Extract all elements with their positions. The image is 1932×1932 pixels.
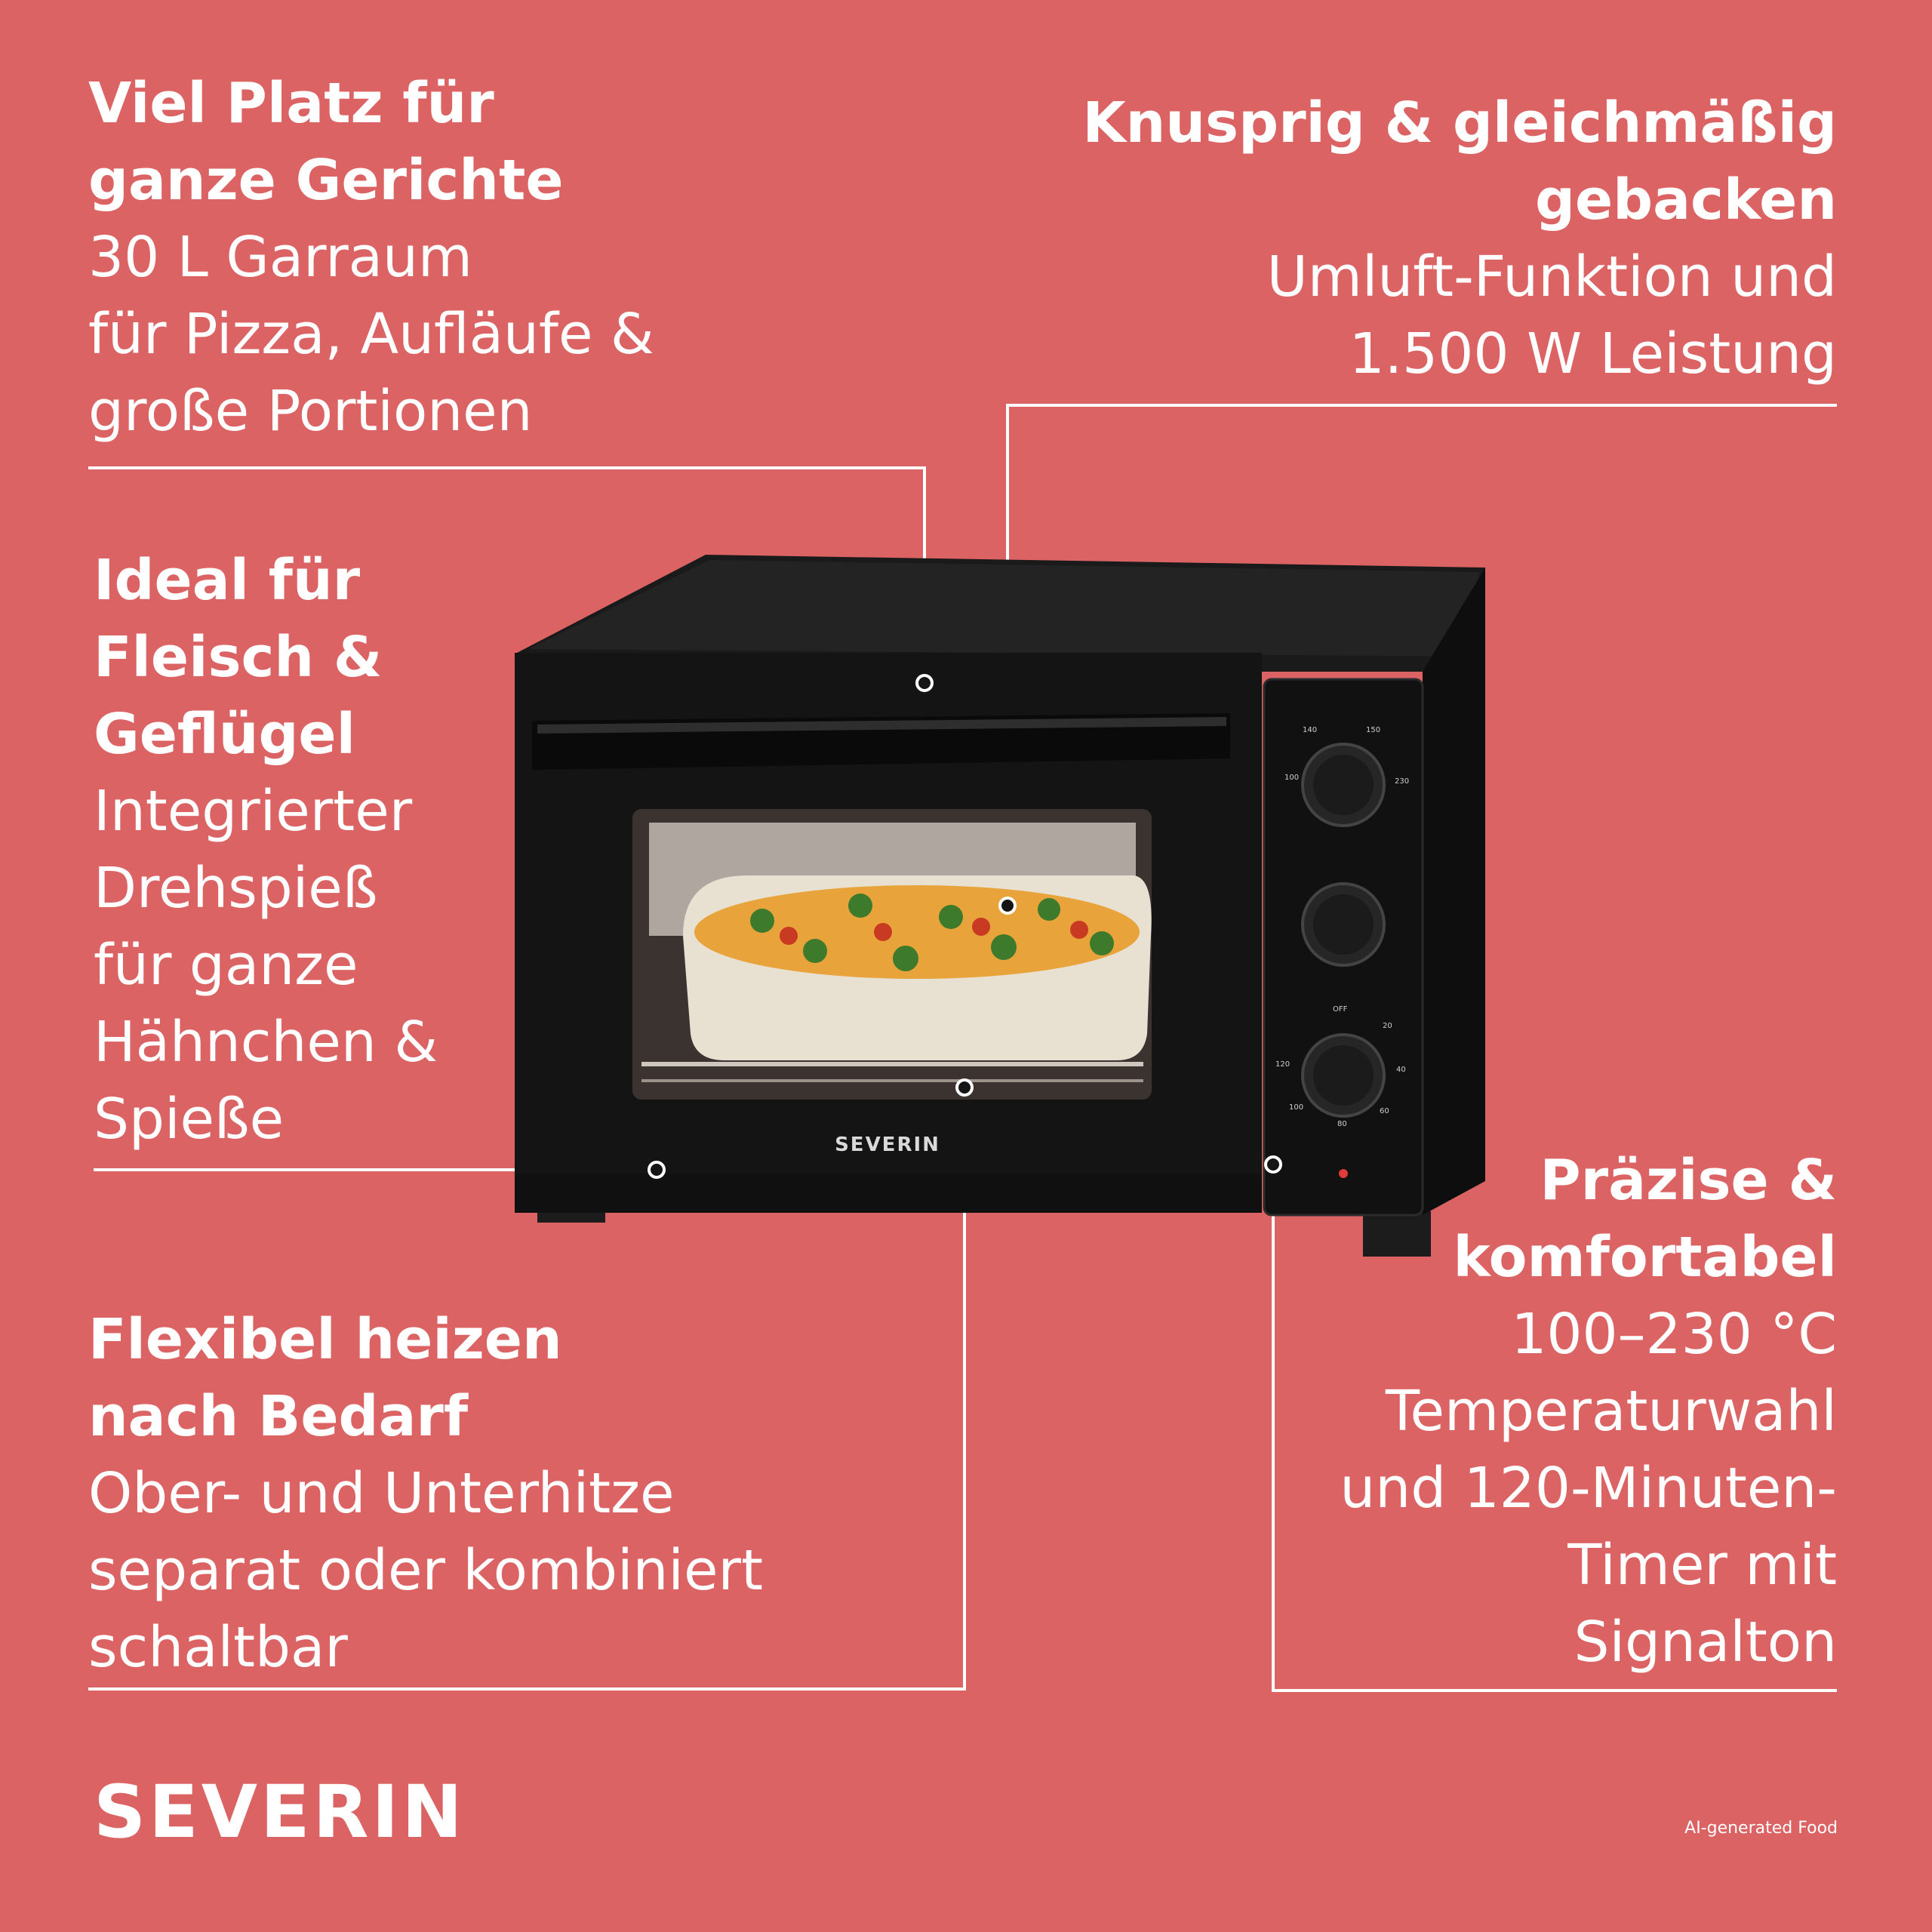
timer-label-off: OFF <box>1333 1005 1348 1014</box>
feature-space: Viel Platz für ganze Gerichte 30 L Garra… <box>88 65 654 450</box>
feature-meat: Ideal für Fleisch & Geflügel Integrierte… <box>94 542 438 1158</box>
oven-foot-right <box>1363 1211 1431 1257</box>
timer-label-60: 60 <box>1380 1107 1389 1115</box>
feature-space-body: 30 L Garraum für Pizza, Aufläufe & große… <box>88 225 654 444</box>
ai-generated-note: AI-generated Food <box>1684 1819 1838 1838</box>
callout-dot-precise <box>1264 1155 1282 1174</box>
feature-meat-title: Ideal für Fleisch & Geflügel <box>94 548 383 767</box>
timer-label-120: 120 <box>1275 1060 1290 1069</box>
callout-line-heat <box>88 1088 966 1690</box>
timer-label-80: 80 <box>1337 1120 1347 1128</box>
callout-dot-meat <box>648 1161 666 1179</box>
timer-label-20: 20 <box>1383 1022 1392 1030</box>
feature-crispy-body: Umluft-Funktion und 1.500 W Leistung <box>1266 245 1837 386</box>
oven-side <box>1423 568 1485 1215</box>
brand-logo: SEVERIN <box>94 1770 466 1854</box>
feature-precise-body: 100–230 °C Temperaturwahl und 120-Minute… <box>1340 1302 1837 1675</box>
feature-precise: Präzise & komfortabel 100–230 °C Tempera… <box>1340 1142 1837 1681</box>
feature-crispy: Knusprig & gleichmäßig gebacken Umluft-F… <box>1082 85 1837 392</box>
temp-label-230: 230 <box>1395 777 1409 786</box>
temp-label-140: 140 <box>1303 726 1317 734</box>
timer-label-40: 40 <box>1396 1066 1406 1074</box>
callout-line-precise <box>1272 1164 1837 1692</box>
feature-space-title: Viel Platz für ganze Gerichte <box>88 71 564 213</box>
function-knob[interactable] <box>1301 882 1386 967</box>
temperature-knob[interactable] <box>1301 743 1386 827</box>
feature-heat-body: Ober- und Unterhitze separat oder kombin… <box>88 1461 763 1680</box>
feature-precise-title: Präzise & komfortabel <box>1453 1148 1837 1290</box>
callout-dot-crispy <box>998 897 1017 915</box>
callout-dot-space <box>915 674 934 692</box>
oven-brand-label: SEVERIN <box>835 1134 940 1156</box>
feature-heat: Flexibel heizen nach Bedarf Ober- und Un… <box>88 1301 763 1686</box>
callout-dot-heat <box>955 1078 974 1097</box>
feature-meat-body: Integrierter Drehspieß für ganze Hähnche… <box>94 779 438 1152</box>
indicator-light <box>1339 1169 1348 1178</box>
timer-label-100: 100 <box>1289 1103 1303 1112</box>
feature-heat-title: Flexibel heizen nach Bedarf <box>88 1307 562 1449</box>
temp-label-150: 150 <box>1366 726 1380 734</box>
feature-crispy-title: Knusprig & gleichmäßig gebacken <box>1082 91 1837 232</box>
timer-knob[interactable] <box>1301 1033 1386 1118</box>
temp-label-100: 100 <box>1284 774 1299 782</box>
